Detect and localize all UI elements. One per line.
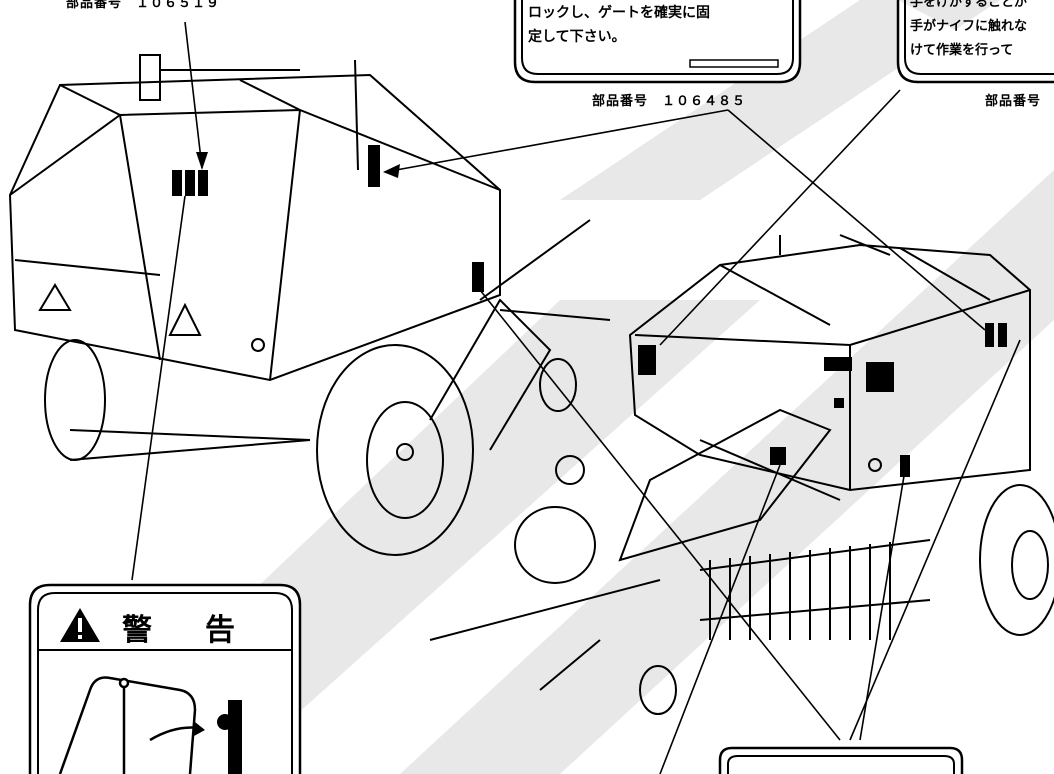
warning-title-char2: 告 bbox=[205, 613, 235, 648]
pickup-tines bbox=[699, 539, 931, 640]
triangle-reflector-right bbox=[168, 302, 202, 336]
callout-right-line1: 手をけがすることが bbox=[910, 0, 1028, 10]
warning-title-char1: 警 bbox=[122, 613, 152, 648]
callout-center-box bbox=[513, 0, 802, 84]
right-baler-decals bbox=[638, 323, 1007, 477]
left-baler-decals bbox=[172, 145, 484, 292]
triangle-reflector-left bbox=[38, 283, 72, 311]
part-number-label-left: 部品番号 １０６５１９ bbox=[66, 0, 221, 11]
callout-center-line1: ロックし、ゲートを確実に固 bbox=[528, 5, 710, 21]
leader-lines bbox=[131, 21, 1021, 774]
right-baler bbox=[429, 234, 1054, 715]
arrowheads bbox=[196, 152, 400, 178]
label-box-bottom bbox=[718, 746, 964, 774]
part-number-label-right: 部品番号 bbox=[985, 94, 1042, 109]
part-number-label-center: 部品番号 １０６４８５ bbox=[592, 94, 747, 109]
callout-right-box bbox=[896, 0, 1054, 84]
warning-label-box bbox=[28, 583, 302, 774]
callout-center-line2: 定して下さい。 bbox=[528, 29, 626, 45]
left-baler bbox=[8, 54, 611, 556]
callout-right-line3: けて作業を行って bbox=[910, 43, 1014, 58]
left-wheel bbox=[316, 344, 474, 556]
right-wheel bbox=[979, 484, 1054, 636]
callout-right-line2: 手がナイフに触れな bbox=[910, 19, 1028, 34]
